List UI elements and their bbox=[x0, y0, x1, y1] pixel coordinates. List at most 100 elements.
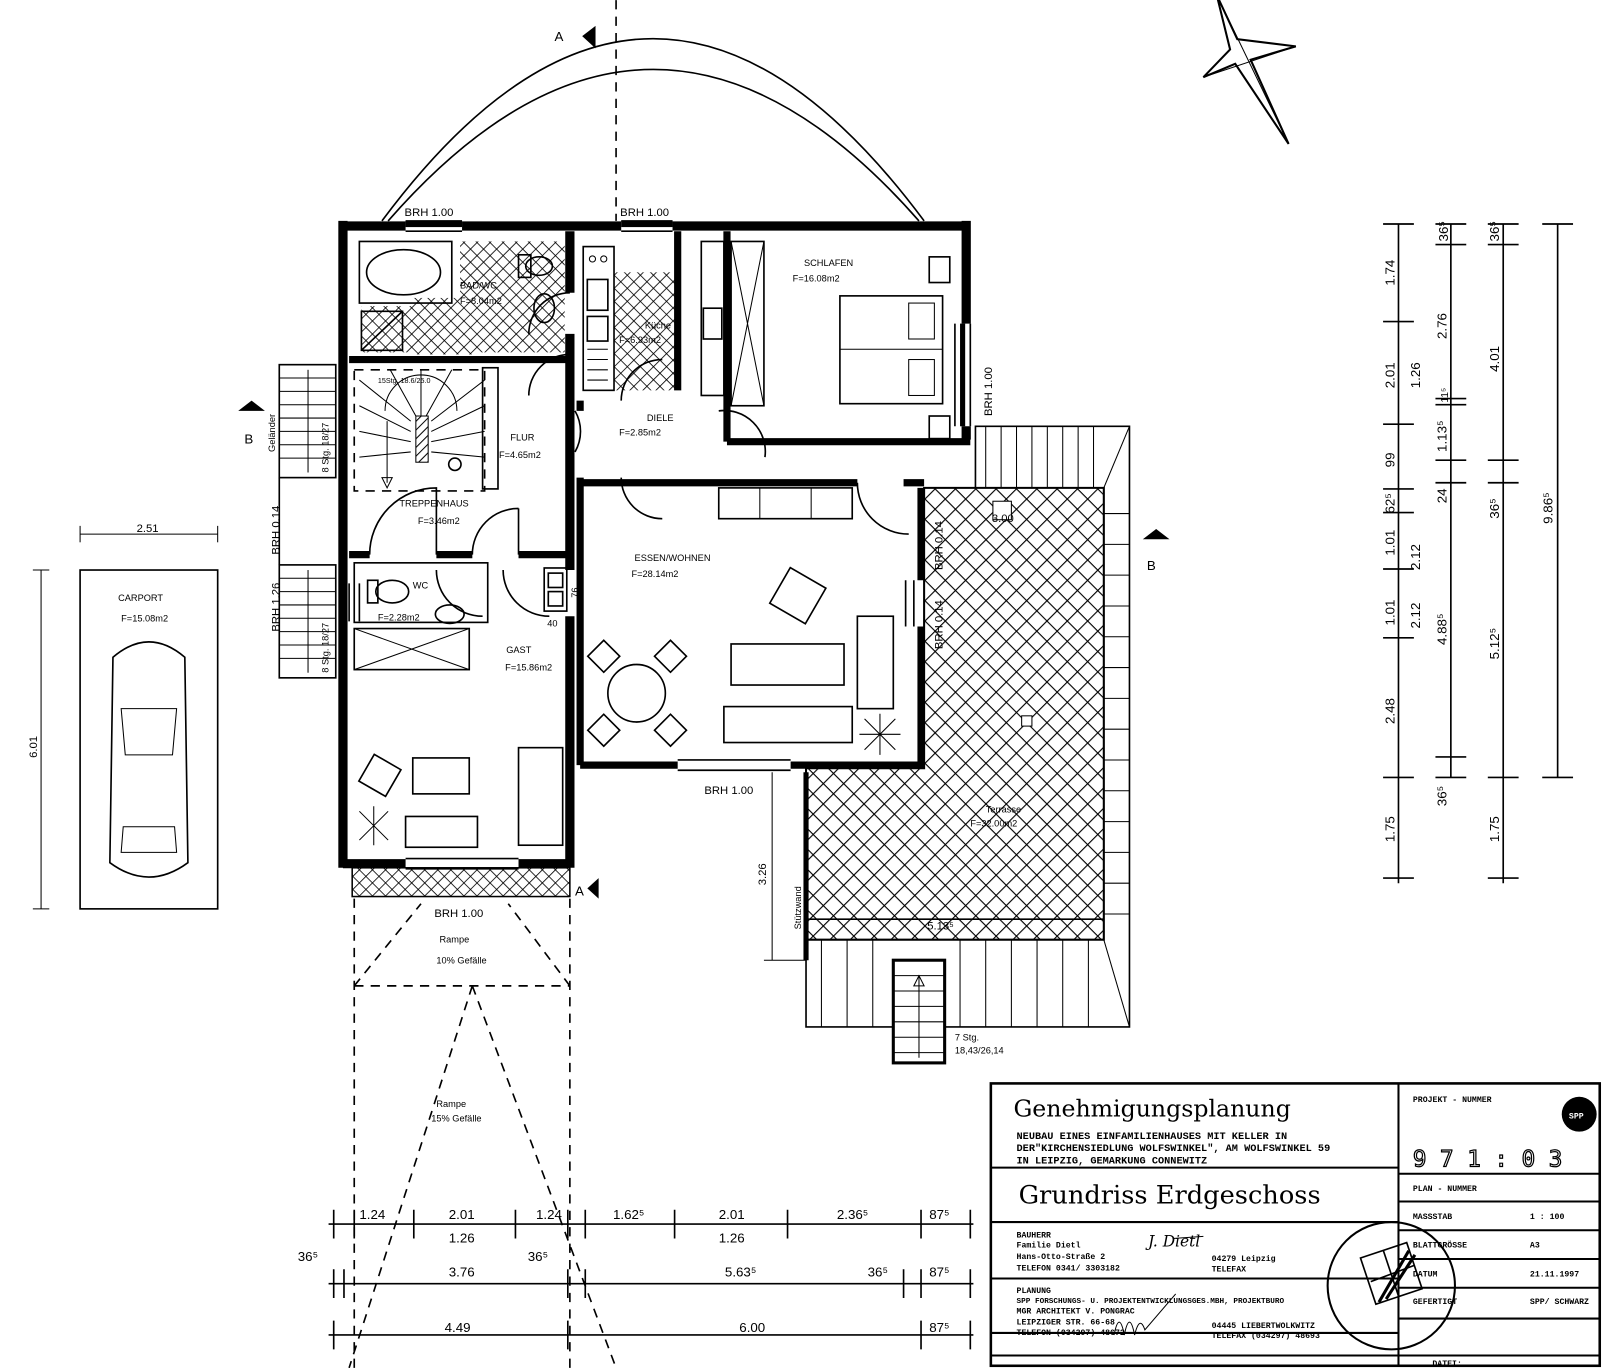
brh-schlafen: BRH 1.00 bbox=[983, 367, 995, 416]
date-value: 21.11.1997 bbox=[1530, 1270, 1579, 1279]
dim-r3-3: 5.12⁵ bbox=[1487, 628, 1502, 659]
terrace-stairs-ratio: 18,43/26,14 bbox=[955, 1046, 1004, 1056]
terrace-post bbox=[992, 500, 1012, 521]
section-b-left-label: B bbox=[244, 432, 253, 447]
title-heading: Genehmigungsplanung bbox=[1013, 1094, 1290, 1122]
dim-b1-2: 1.24 bbox=[536, 1207, 563, 1222]
dim-b2-3: 5.63⁵ bbox=[725, 1264, 756, 1279]
plan-labels: BRH 1.00 BRH 1.00 BRH 1.00 BRH 1.00 BRH … bbox=[267, 207, 1014, 1124]
planung-2: MGR ARCHITEKT V. PONGRAC bbox=[1017, 1307, 1135, 1316]
dim-r2-2: 1.26 bbox=[1408, 362, 1423, 388]
section-a-bottom-arrow bbox=[587, 878, 599, 899]
room-name-treppenhaus: TREPPENHAUS bbox=[399, 498, 468, 508]
door-swings bbox=[368, 291, 909, 618]
bauherr-2: Hans-Otto-Straße 2 bbox=[1017, 1252, 1106, 1262]
sofa-icon bbox=[856, 615, 895, 710]
shower-icon bbox=[360, 310, 404, 352]
room-name-flur: FLUR bbox=[510, 433, 534, 443]
planung-right-0: 04445 LIEBERTWOLKWITZ bbox=[1212, 1322, 1315, 1331]
right-dimension-labels: 1.74 2.01 99 62⁵ 1.01 1.01 2.48 1.75 36⁵… bbox=[1382, 221, 1555, 842]
room-area-kueche: F=6.93m2 bbox=[619, 335, 661, 345]
file-label: DATEI: bbox=[1432, 1360, 1462, 1368]
bauherr-signature: J. Dietl bbox=[1145, 1233, 1200, 1251]
project-number: 9 7 1 : 0 3 bbox=[1413, 1147, 1563, 1173]
dim-b2-5: 87⁵ bbox=[929, 1264, 949, 1279]
north-star-icon bbox=[1202, 0, 1297, 145]
dim-b1-0: 1.24 bbox=[359, 1207, 386, 1222]
planung-1: SPP FORSCHUNGS- U. PROJEKTENTWICKLUNGSGE… bbox=[1017, 1298, 1285, 1306]
dim-r1-2: 99 bbox=[1382, 453, 1397, 468]
room-area-schlafen: F=16.08m2 bbox=[793, 274, 840, 284]
dim-r3-1: 4.01 bbox=[1487, 346, 1502, 372]
dim-b1-sub-1: 1.26 bbox=[719, 1231, 745, 1246]
office-logo-text: SPP bbox=[1569, 1112, 1584, 1121]
planung-4: TELEFON (034297) 48672 bbox=[1017, 1328, 1125, 1338]
dim-r2-8: 4.88⁵ bbox=[1435, 614, 1450, 645]
dim-b3-1: 6.00 bbox=[739, 1320, 765, 1335]
dim-r1-4: 1.01 bbox=[1382, 530, 1397, 556]
terrace-area bbox=[804, 486, 1105, 941]
retaining-wall-dim: 3.26 bbox=[757, 863, 769, 885]
dining-table bbox=[607, 663, 667, 723]
right-dimension-lines bbox=[1383, 223, 1574, 884]
dim-r2-5: 24 bbox=[1435, 488, 1450, 503]
date-label: DATUM bbox=[1413, 1270, 1438, 1279]
room-area-wc: F=2.28m2 bbox=[378, 612, 420, 622]
dim-b1-sub-0: 1.26 bbox=[449, 1231, 475, 1246]
architect-stamp bbox=[1326, 1221, 1456, 1351]
retaining-wall-label: Stützwand bbox=[793, 886, 803, 929]
room-area-terrasse: F=32.00m2 bbox=[970, 819, 1017, 829]
armchair-icon bbox=[768, 566, 827, 625]
toilet-icon bbox=[517, 253, 554, 279]
living-furniture bbox=[586, 487, 901, 755]
dim-r4-0: 9.86⁵ bbox=[1541, 492, 1556, 523]
bauherr-right-0: 04279 Leipzig bbox=[1212, 1254, 1276, 1264]
wc-sink-icon bbox=[434, 604, 465, 625]
dim-b3-0: 4.49 bbox=[445, 1320, 471, 1335]
drawn-by-label: GEFERTIGT bbox=[1413, 1298, 1457, 1307]
plan-number-label: PLAN - NUMMER bbox=[1413, 1185, 1477, 1194]
brh-top-2: BRH 1.00 bbox=[620, 207, 669, 219]
windows bbox=[348, 220, 972, 870]
carport bbox=[32, 525, 219, 910]
dim-r1-7: 1.75 bbox=[1382, 816, 1397, 842]
dim-r2-1: 2.76 bbox=[1435, 313, 1450, 339]
title-block: Genehmigungsplanung NEUBAU EINES EINFAMI… bbox=[989, 1082, 1602, 1368]
dim-b1-4: 2.01 bbox=[719, 1207, 745, 1222]
guest-furniture bbox=[357, 746, 564, 849]
ramp2-label: Rampe bbox=[436, 1099, 466, 1109]
inner-partitions bbox=[353, 366, 568, 671]
scale-label: MASSSTAB bbox=[1413, 1213, 1452, 1222]
room-name-kueche: Küche bbox=[645, 321, 671, 331]
dim-r2-3: 11⁵ bbox=[1440, 388, 1451, 403]
section-arrow-icon bbox=[582, 25, 596, 49]
dim-r2-6: 2.12 bbox=[1408, 544, 1423, 570]
ramp-lines bbox=[348, 898, 617, 1368]
title-desc-0: NEUBAU EINES EINFAMILIENHAUSES MIT KELLE… bbox=[1017, 1131, 1288, 1143]
dim-b3-2: 87⁵ bbox=[929, 1320, 949, 1335]
room-name-carport: CARPORT bbox=[118, 593, 163, 603]
title-desc-2: IN LEIPZIG, GEMARKUNG CONNEWITZ bbox=[1017, 1156, 1208, 1168]
bottom-dimension-labels: 1.24 2.01 1.24 1.62⁵ 2.01 2.36⁵ 87⁵ 1.26… bbox=[298, 1207, 950, 1335]
bauherr-0: BAUHERR bbox=[1017, 1231, 1052, 1240]
project-number-label: PROJEKT - NUMMER bbox=[1413, 1096, 1492, 1105]
kitchen-tiles bbox=[614, 272, 676, 391]
dim-r2-7: 2.12 bbox=[1408, 603, 1423, 629]
wc-toilet-icon bbox=[366, 579, 410, 604]
section-a-bottom-label: A bbox=[575, 884, 584, 899]
ramp-landing bbox=[351, 867, 571, 898]
dim-r3-4: 1.75 bbox=[1487, 816, 1502, 842]
ramp1-label: Rampe bbox=[439, 935, 469, 945]
inner-stairs-label: 15Stg. 18.6/25.0 bbox=[378, 377, 431, 385]
brh-left-1: BRH 0.14 bbox=[270, 506, 282, 555]
bauherr-3: TELEFON 0341/ 3303182 bbox=[1017, 1263, 1120, 1273]
brh-essen-2: BRH 0.14 bbox=[934, 600, 946, 649]
dim-r2-9: 36⁵ bbox=[1435, 786, 1450, 806]
section-b-right-arrow bbox=[1142, 528, 1170, 540]
dim-b2-4: 36⁵ bbox=[868, 1264, 888, 1279]
sheet-size-value: A3 bbox=[1530, 1242, 1540, 1251]
plant-icon bbox=[859, 713, 901, 755]
terrace-stairs bbox=[891, 958, 947, 1065]
room-area-gast: F=15.86m2 bbox=[505, 663, 552, 673]
